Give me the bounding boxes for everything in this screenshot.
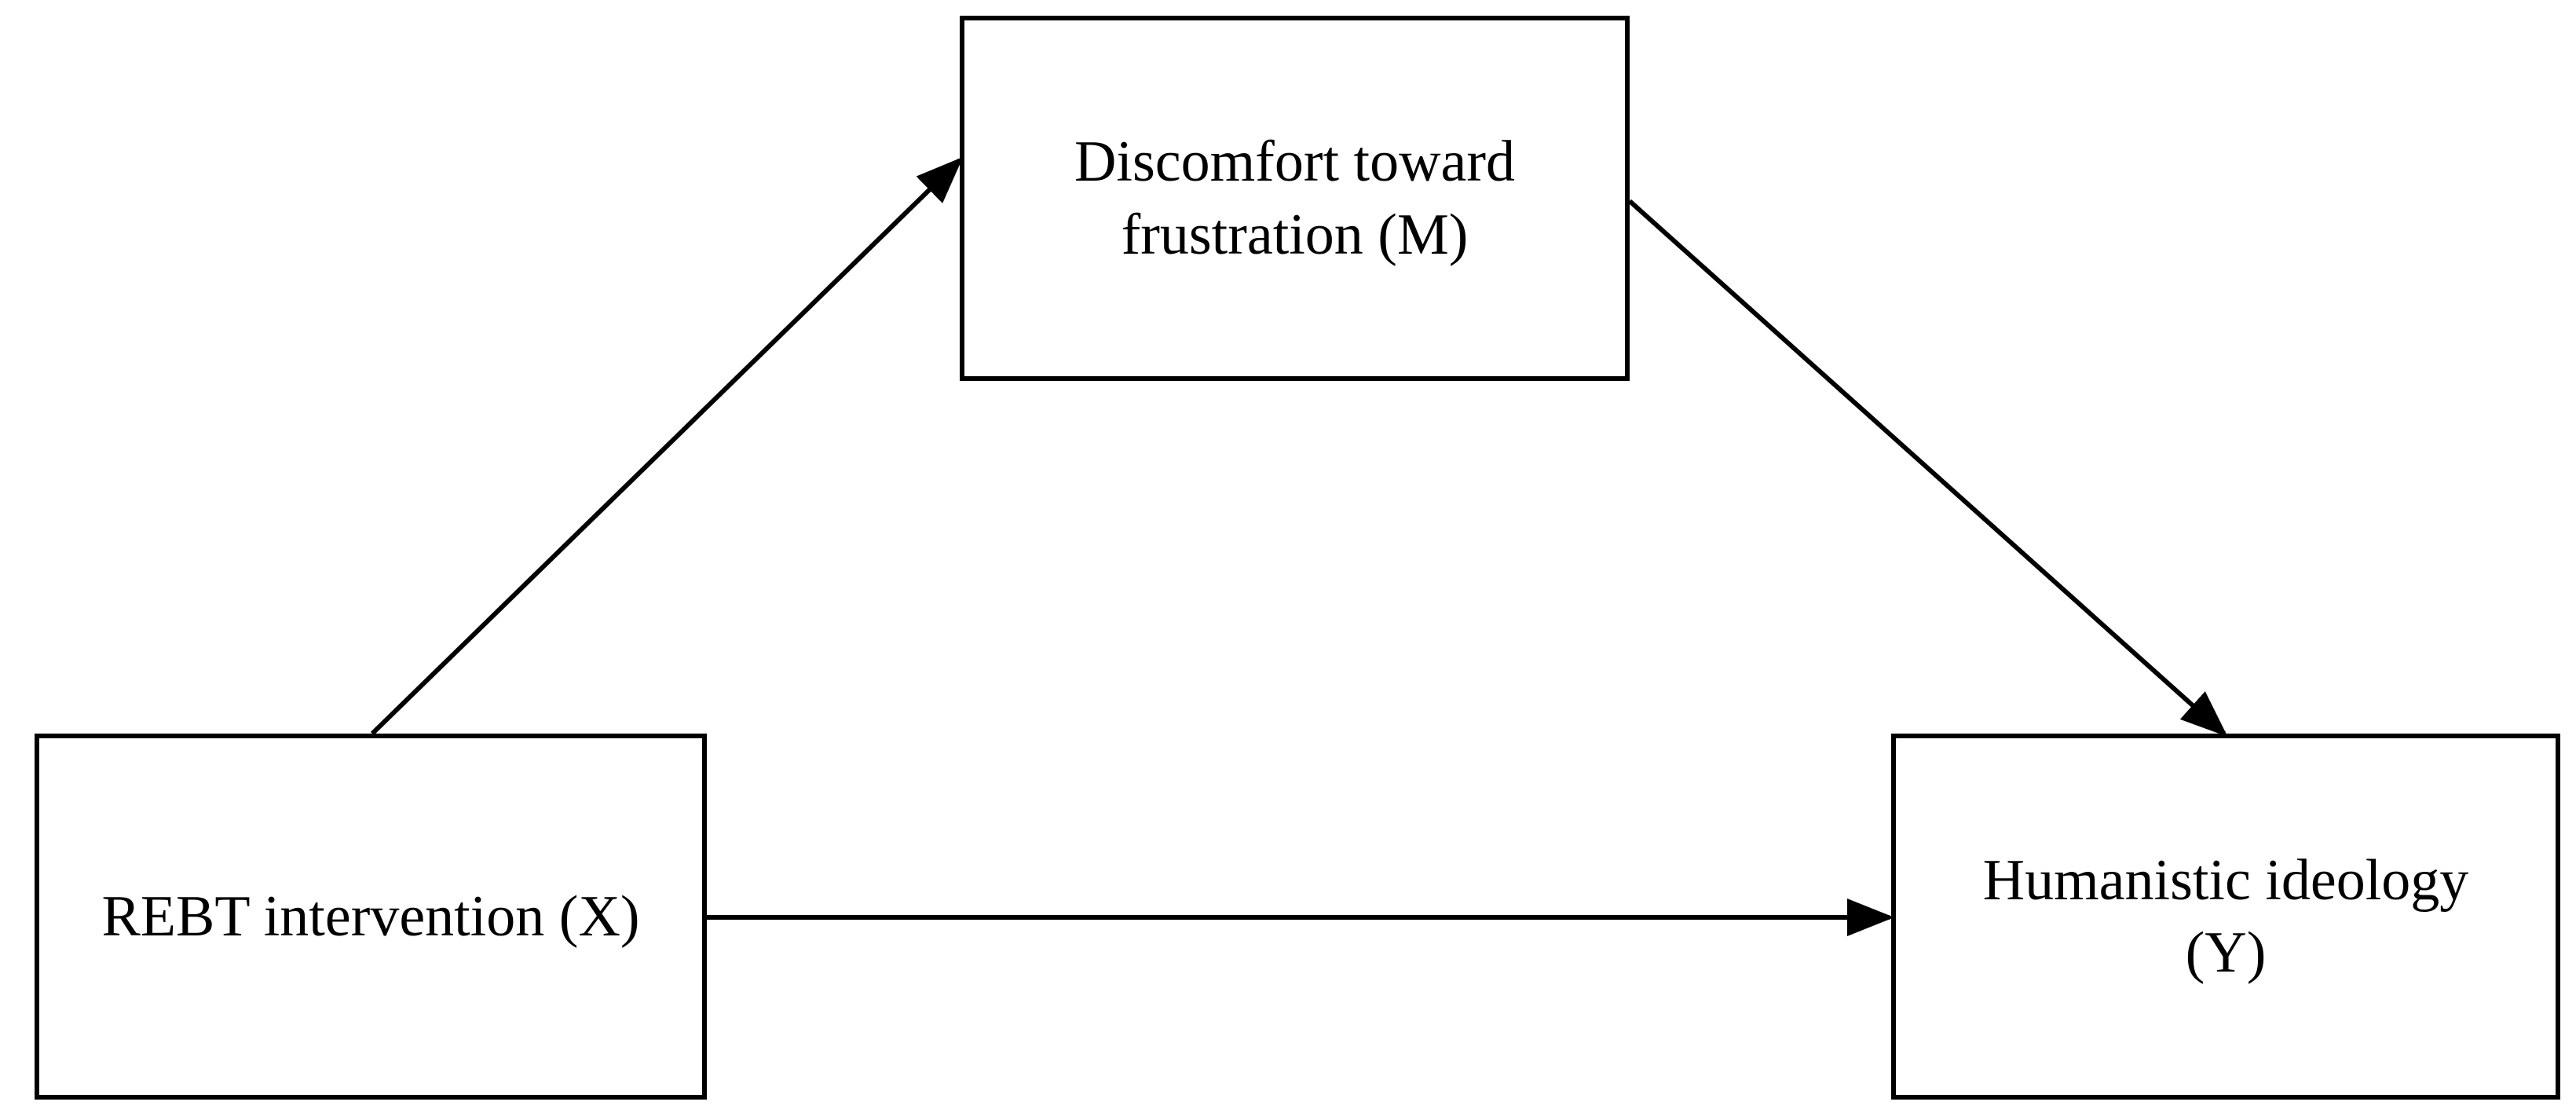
mediator-label-line-2: frustration (M) <box>1121 202 1469 267</box>
mediator-box: Discomfort toward frustration (M) <box>960 16 1630 381</box>
independent-variable-label-line-1: REBT intervention (X) <box>101 884 640 949</box>
dependent-variable-box: Humanistic ideology (Y) <box>1891 734 2560 1100</box>
independent-variable-label: REBT intervention (X) <box>101 880 639 953</box>
arrow-x-to-m <box>370 156 964 736</box>
arrow-m-to-y <box>1627 199 2228 738</box>
mediator-label-line-1: Discomfort toward <box>1074 130 1516 194</box>
dependent-variable-label-line-1: Humanistic ideology <box>1982 847 2469 913</box>
independent-variable-box: REBT intervention (X) <box>35 734 707 1100</box>
dependent-variable-label: Humanistic ideology (Y) <box>1983 844 2469 990</box>
dependent-variable-label-line-2: (Y) <box>2185 921 2267 985</box>
mediator-label: Discomfort toward frustration (M) <box>1074 126 1515 271</box>
